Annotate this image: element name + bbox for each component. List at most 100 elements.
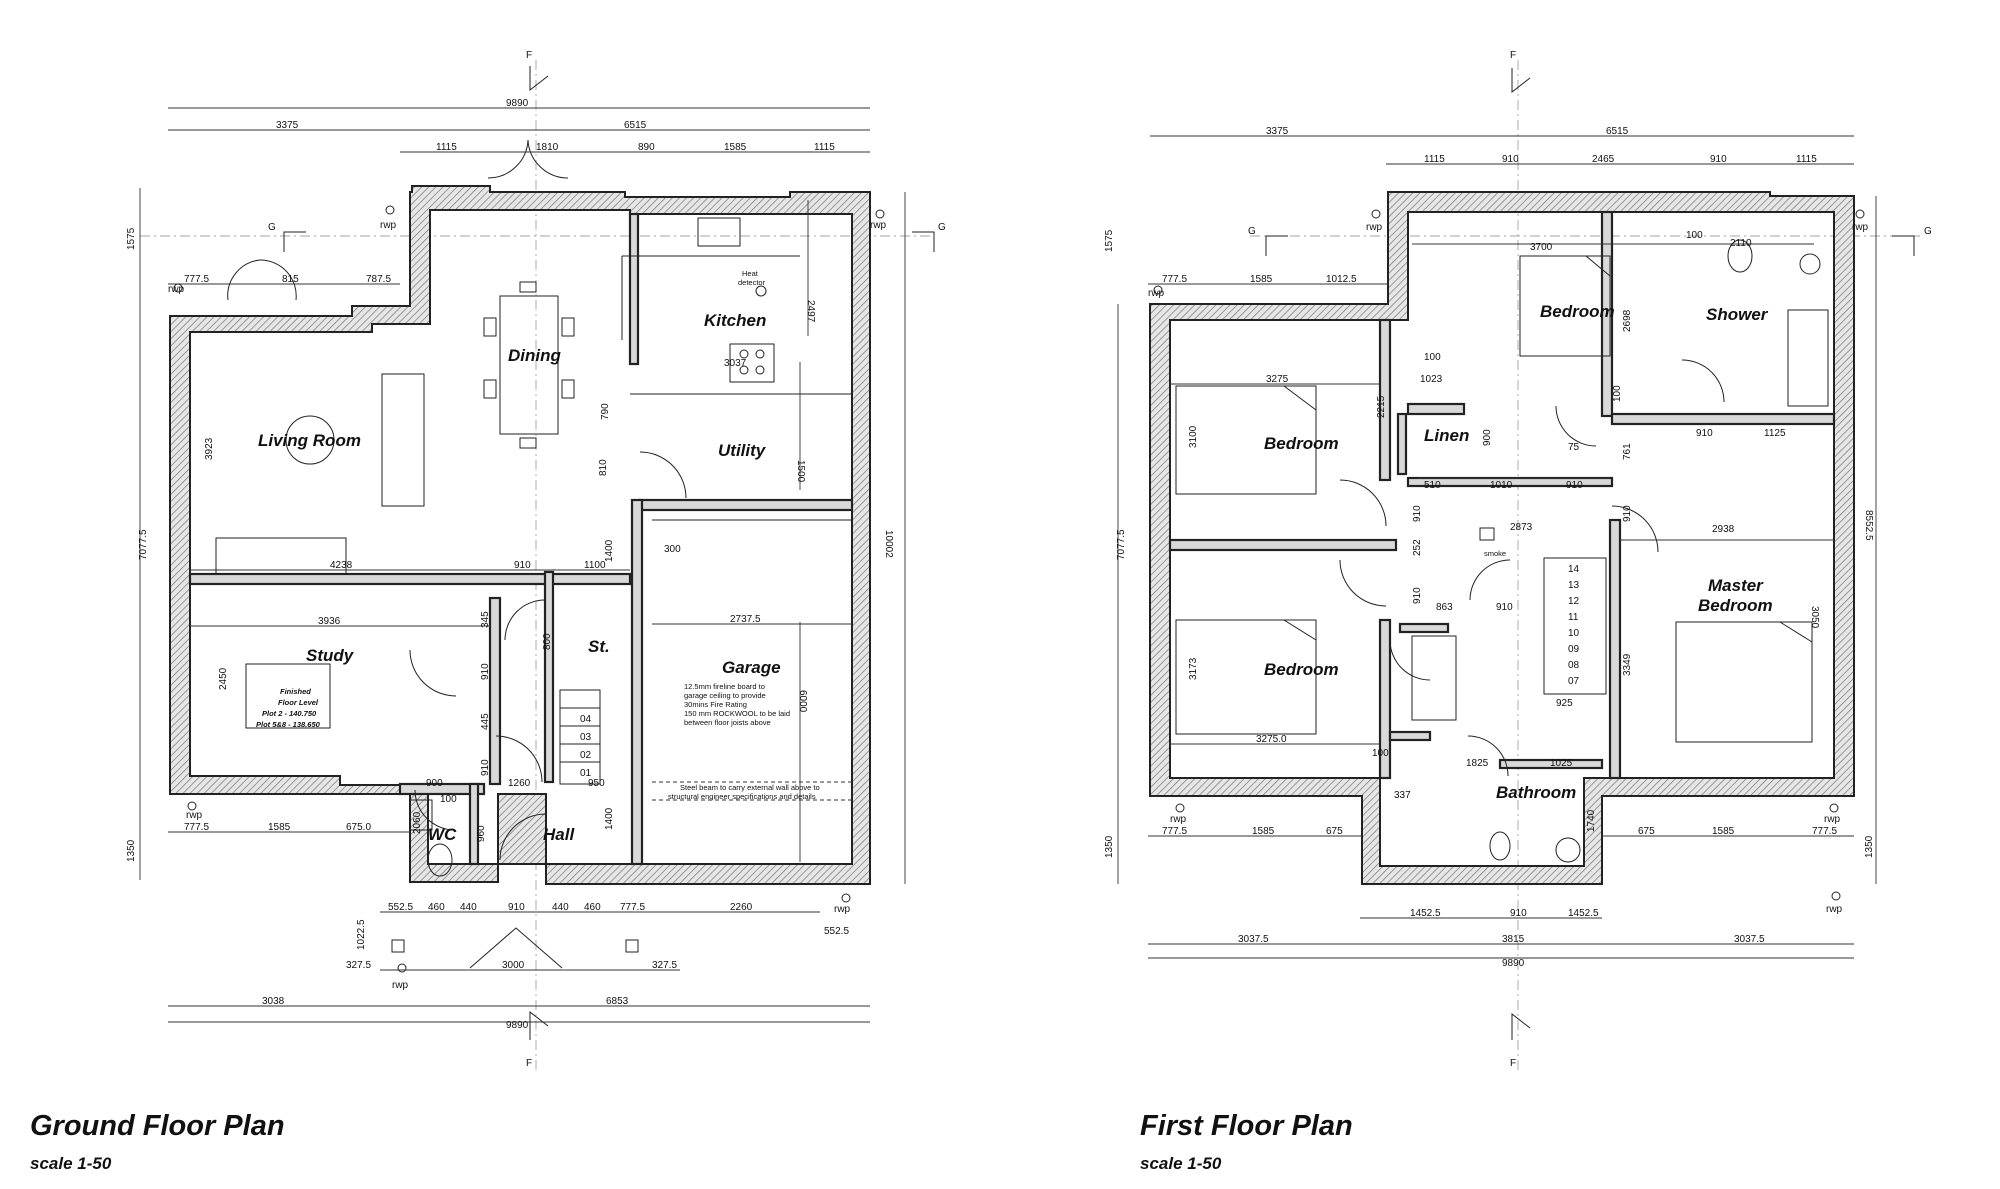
svg-text:2060: 2060 [412, 811, 423, 834]
svg-text:6515: 6515 [1606, 126, 1629, 137]
section-f-top: F [526, 50, 532, 61]
svg-text:12.5mm fireline board to: 12.5mm fireline board to [684, 682, 765, 691]
ground-outer-wall [169, 185, 871, 885]
svg-text:1810: 1810 [536, 142, 559, 153]
svg-text:1825: 1825 [1466, 758, 1489, 769]
svg-text:1452.5: 1452.5 [1568, 908, 1599, 919]
svg-text:1350: 1350 [1104, 835, 1115, 858]
room-bedroom-top-left: Bedroom [1264, 434, 1339, 453]
svg-text:08: 08 [1568, 660, 1580, 671]
svg-text:910: 910 [1622, 505, 1633, 522]
svg-text:3275.0: 3275.0 [1256, 734, 1287, 745]
svg-text:11: 11 [1568, 612, 1579, 623]
svg-text:3037.5: 3037.5 [1734, 934, 1765, 945]
svg-text:Finished: Finished [280, 687, 311, 696]
bed-bottom-left [1175, 619, 1317, 735]
room-living-room: Living Room [258, 431, 361, 450]
svg-text:327.5: 327.5 [346, 960, 371, 971]
svg-text:910: 910 [1710, 154, 1727, 165]
wall-wc-north [398, 782, 486, 796]
svg-text:14: 14 [1568, 564, 1580, 575]
room-hall: Hall [543, 825, 575, 844]
svg-text:rwp: rwp [834, 904, 851, 915]
svg-text:1115: 1115 [1796, 154, 1817, 165]
svg-text:Plot 2 - 140.750: Plot 2 - 140.750 [262, 709, 317, 718]
svg-text:3375: 3375 [276, 120, 299, 131]
svg-text:2737.5: 2737.5 [730, 614, 761, 625]
svg-text:04: 04 [580, 714, 592, 725]
svg-text:1100: 1100 [584, 560, 606, 571]
bed-top-left [1175, 385, 1317, 495]
svg-text:100: 100 [440, 794, 457, 805]
room-master-line2: Bedroom [1698, 596, 1773, 615]
svg-text:1575: 1575 [1104, 229, 1115, 252]
wall-garage-west [630, 498, 644, 866]
svg-text:rwp: rwp [870, 220, 887, 231]
first-floor-plan: F F G G Bedroom Bedroom Shower Linen Bed… [1104, 50, 1932, 1070]
svg-text:440: 440 [552, 902, 569, 913]
svg-text:925: 925 [1556, 698, 1573, 709]
svg-text:3050: 3050 [1809, 606, 1820, 629]
ground-floor-title: Ground Floor Plan [30, 1110, 285, 1142]
steel-beam-note: Steel beam to carry external wall above … [652, 781, 852, 801]
svg-text:1400: 1400 [604, 539, 615, 562]
svg-text:rwp: rwp [1852, 222, 1869, 233]
svg-text:910: 910 [480, 759, 491, 776]
svg-text:445: 445 [480, 713, 491, 730]
svg-text:1115: 1115 [436, 142, 457, 153]
svg-text:Floor Level: Floor Level [278, 698, 319, 707]
first-doors [1339, 359, 1725, 777]
svg-text:1452.5: 1452.5 [1410, 908, 1441, 919]
svg-text:rwp: rwp [168, 284, 185, 295]
svg-text:2497: 2497 [805, 300, 816, 323]
svg-text:910: 910 [1566, 480, 1583, 491]
ff-stair-numbers: 14 13 12 11 10 09 08 07 [1568, 564, 1580, 687]
svg-text:12: 12 [1568, 596, 1580, 607]
svg-text:460: 460 [428, 902, 445, 913]
svg-text:09: 09 [1568, 644, 1580, 655]
wall-utility-garage [638, 498, 854, 512]
ground-doors [227, 139, 687, 861]
svg-text:790: 790 [600, 403, 611, 420]
svg-text:9890: 9890 [1502, 958, 1525, 969]
svg-text:777.5: 777.5 [184, 274, 209, 285]
bed-top [1519, 255, 1611, 357]
svg-text:1115: 1115 [814, 142, 835, 153]
svg-text:1350: 1350 [126, 839, 137, 862]
svg-text:910: 910 [514, 560, 531, 571]
svg-text:777.5: 777.5 [1162, 826, 1187, 837]
svg-text:100: 100 [1612, 385, 1623, 402]
ff-stair [1543, 557, 1607, 695]
svg-text:3173: 3173 [1188, 657, 1199, 680]
svg-text:3375: 3375 [1266, 126, 1289, 137]
svg-text:3000: 3000 [502, 960, 525, 971]
svg-text:1585: 1585 [724, 142, 747, 153]
dining-table [499, 295, 559, 435]
wall-kitchen [628, 212, 640, 366]
first-outer-wall [1149, 191, 1855, 885]
svg-text:2465: 2465 [1592, 154, 1615, 165]
svg-text:440: 440 [460, 902, 477, 913]
svg-text:rwp: rwp [1826, 904, 1843, 915]
ground-dimension-lines [139, 107, 906, 1023]
svg-text:3037.5: 3037.5 [1238, 934, 1269, 945]
first-furniture [1175, 239, 1829, 863]
bathtub [1411, 635, 1457, 721]
svg-text:510: 510 [1424, 480, 1441, 491]
room-linen: Linen [1424, 426, 1469, 445]
svg-text:675.0: 675.0 [346, 822, 371, 833]
svg-text:1575: 1575 [126, 227, 137, 250]
svg-text:777.5: 777.5 [1162, 274, 1187, 285]
svg-text:1585: 1585 [1252, 826, 1275, 837]
svg-text:815: 815 [282, 274, 299, 285]
svg-text:800: 800 [542, 633, 553, 650]
ffl-note-box [245, 663, 331, 729]
room-dining: Dining [508, 346, 561, 365]
svg-text:6853: 6853 [606, 996, 629, 1007]
rug [285, 415, 335, 465]
room-kitchen: Kitchen [704, 311, 766, 330]
svg-text:900: 900 [1482, 429, 1493, 446]
ffl-note: Finished Floor Level Plot 2 - 140.750 Pl… [256, 687, 321, 729]
svg-text:1350: 1350 [1864, 835, 1875, 858]
first-rwp-labels: rwp rwp rwp rwp rwp rwp [1148, 222, 1869, 915]
